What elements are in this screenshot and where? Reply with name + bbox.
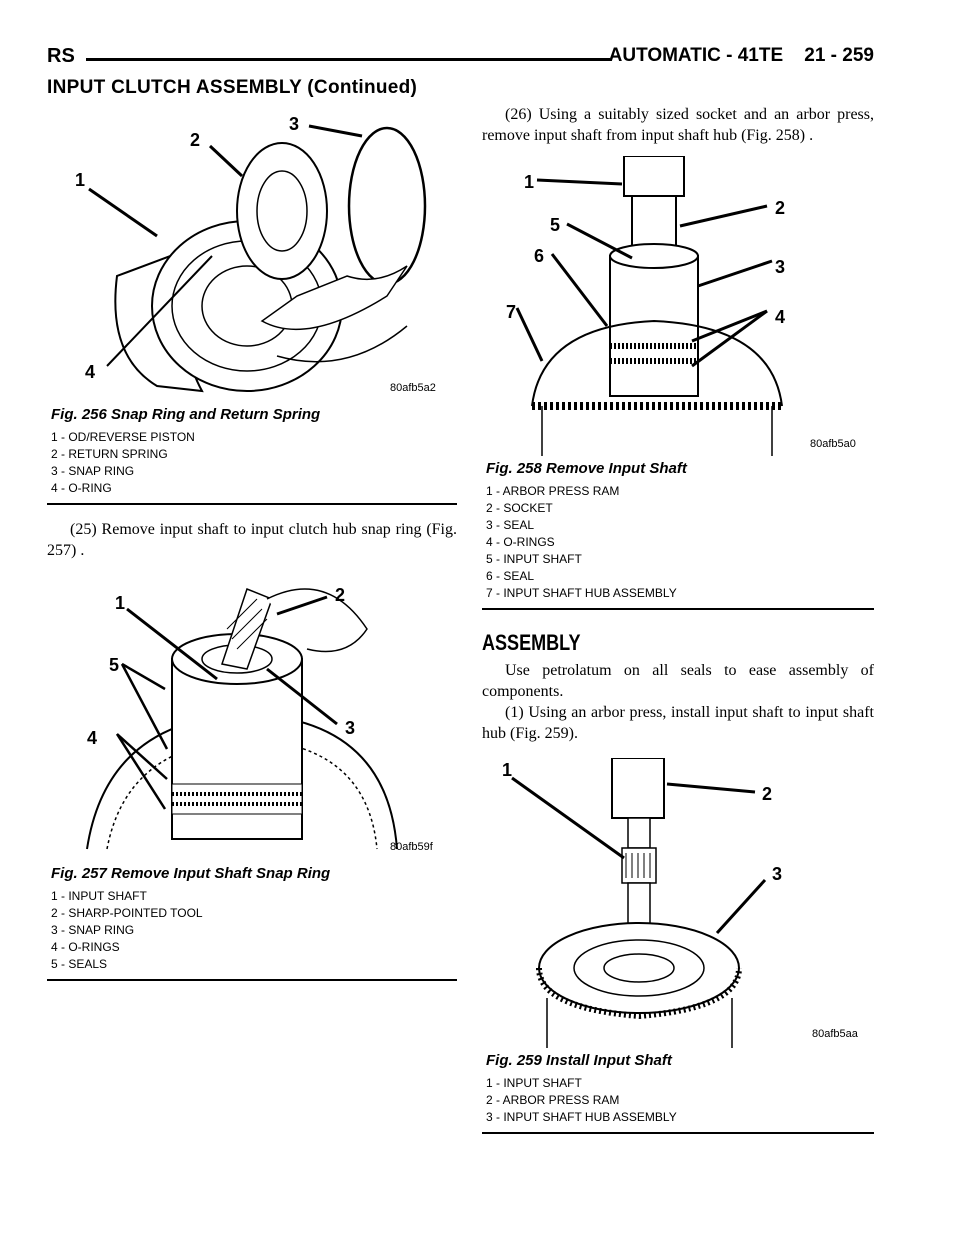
fig257-callout-3: 3 <box>345 718 355 738</box>
fig257-callout-5: 5 <box>109 655 119 675</box>
fig257-callout-1: 1 <box>115 593 125 613</box>
fig257-callout-4: 4 <box>87 728 97 748</box>
fig257-code: 80afb59f <box>390 841 433 853</box>
figure-256-illustration: 1 2 3 4 <box>75 114 427 393</box>
fig256-callout-1: 1 <box>75 170 85 190</box>
fig259-callout-2: 2 <box>762 784 772 804</box>
fig256-callout-2: 2 <box>190 130 200 150</box>
fig258-callout-3: 3 <box>775 257 785 277</box>
legend-item: 3 - SNAP RING <box>51 923 135 937</box>
fig256-code: 80afb5a2 <box>390 382 436 394</box>
legend-item: 2 - ARBOR PRESS RAM <box>486 1093 620 1107</box>
legend-item: 7 - INPUT SHAFT HUB ASSEMBLY <box>486 586 677 600</box>
step-26: (26) Using a suitably sized socket and a… <box>482 106 874 144</box>
right-column: (26) Using a suitably sized socket and a… <box>482 104 874 1134</box>
fig258-callout-5: 5 <box>550 215 560 235</box>
legend-item: 1 - INPUT SHAFT <box>51 889 147 903</box>
legend-item: 2 - SOCKET <box>486 501 553 515</box>
fig258-code: 80afb5a0 <box>810 438 856 450</box>
legend-item: 4 - O-RINGS <box>486 535 555 549</box>
step-25: (25) Remove input shaft to input clutch … <box>47 521 457 559</box>
legend-item: 3 - SEAL <box>486 518 535 532</box>
legend-item: 5 - SEALS <box>51 957 108 971</box>
fig257-rule <box>47 979 457 981</box>
header-page-info: AUTOMATIC - 41TE 21 - 259 <box>608 45 874 66</box>
assembly-intro: Use petrolatum on all seals to ease asse… <box>482 662 874 700</box>
fig257-caption: Fig. 257 Remove Input Shaft Snap Ring <box>51 865 331 882</box>
fig258-callout-7: 7 <box>506 302 516 322</box>
fig259-code: 80afb5aa <box>812 1028 858 1040</box>
legend-item: 2 - SHARP-POINTED TOOL <box>51 906 203 920</box>
fig256-callout-4: 4 <box>85 362 95 382</box>
left-column: 1 2 3 4 80afb5a2 Fig. 256 Snap Ring and … <box>47 106 457 981</box>
legend-item: 4 - O-RING <box>51 481 112 495</box>
fig257-legend: 1 - INPUT SHAFT 2 - SHARP-POINTED TOOL 3… <box>51 888 457 973</box>
figure-257-illustration: 1 2 3 4 5 <box>86 585 398 850</box>
figure-259: 1 2 3 80afb5aa <box>482 758 874 1048</box>
legend-item: 3 - INPUT SHAFT HUB ASSEMBLY <box>486 1110 677 1124</box>
fig259-callout-1: 1 <box>502 760 512 780</box>
assembly-step-1: (1) Using an arbor press, install input … <box>482 704 874 742</box>
fig258-rule <box>482 608 874 610</box>
header-rule <box>86 58 610 61</box>
fig257-callout-2: 2 <box>335 585 345 605</box>
fig258-callout-4: 4 <box>775 307 785 327</box>
fig256-callout-3: 3 <box>289 114 299 134</box>
fig259-caption: Fig. 259 Install Input Shaft <box>486 1052 672 1069</box>
figure-258: 1 2 3 4 5 6 7 80afb5a0 <box>482 156 874 456</box>
fig256-rule <box>47 503 457 505</box>
legend-item: 3 - SNAP RING <box>51 464 135 478</box>
fig259-rule <box>482 1132 874 1134</box>
header-section-code: RS <box>47 45 75 67</box>
legend-item: 5 - INPUT SHAFT <box>486 552 582 566</box>
figure-256: 1 2 3 4 80afb5a2 <box>47 106 457 402</box>
fig258-callout-2: 2 <box>775 198 785 218</box>
figure-258-illustration: 1 2 3 4 5 6 7 <box>506 156 785 456</box>
figure-259-illustration: 1 2 3 <box>502 758 782 1048</box>
fig258-caption: Fig. 258 Remove Input Shaft <box>486 460 687 477</box>
fig259-callout-3: 3 <box>772 864 782 884</box>
legend-item: 1 - INPUT SHAFT <box>486 1076 582 1090</box>
fig256-legend: 1 - OD/REVERSE PISTON 2 - RETURN SPRING … <box>51 429 457 497</box>
section-title: INPUT CLUTCH ASSEMBLY (Continued) <box>47 77 418 98</box>
legend-item: 2 - RETURN SPRING <box>51 447 168 461</box>
legend-item: 1 - ARBOR PRESS RAM <box>486 484 620 498</box>
fig258-callout-1: 1 <box>524 172 534 192</box>
legend-item: 6 - SEAL <box>486 569 535 583</box>
fig259-legend: 1 - INPUT SHAFT 2 - ARBOR PRESS RAM 3 - … <box>486 1075 874 1126</box>
fig256-caption: Fig. 256 Snap Ring and Return Spring <box>51 406 321 423</box>
figure-257: 1 2 3 4 5 80afb59f <box>47 569 457 861</box>
fig258-callout-6: 6 <box>534 246 544 266</box>
legend-item: 1 - OD/REVERSE PISTON <box>51 430 195 444</box>
fig258-legend: 1 - ARBOR PRESS RAM 2 - SOCKET 3 - SEAL … <box>486 483 874 602</box>
legend-item: 4 - O-RINGS <box>51 940 120 954</box>
assembly-heading: ASSEMBLY <box>482 630 581 655</box>
